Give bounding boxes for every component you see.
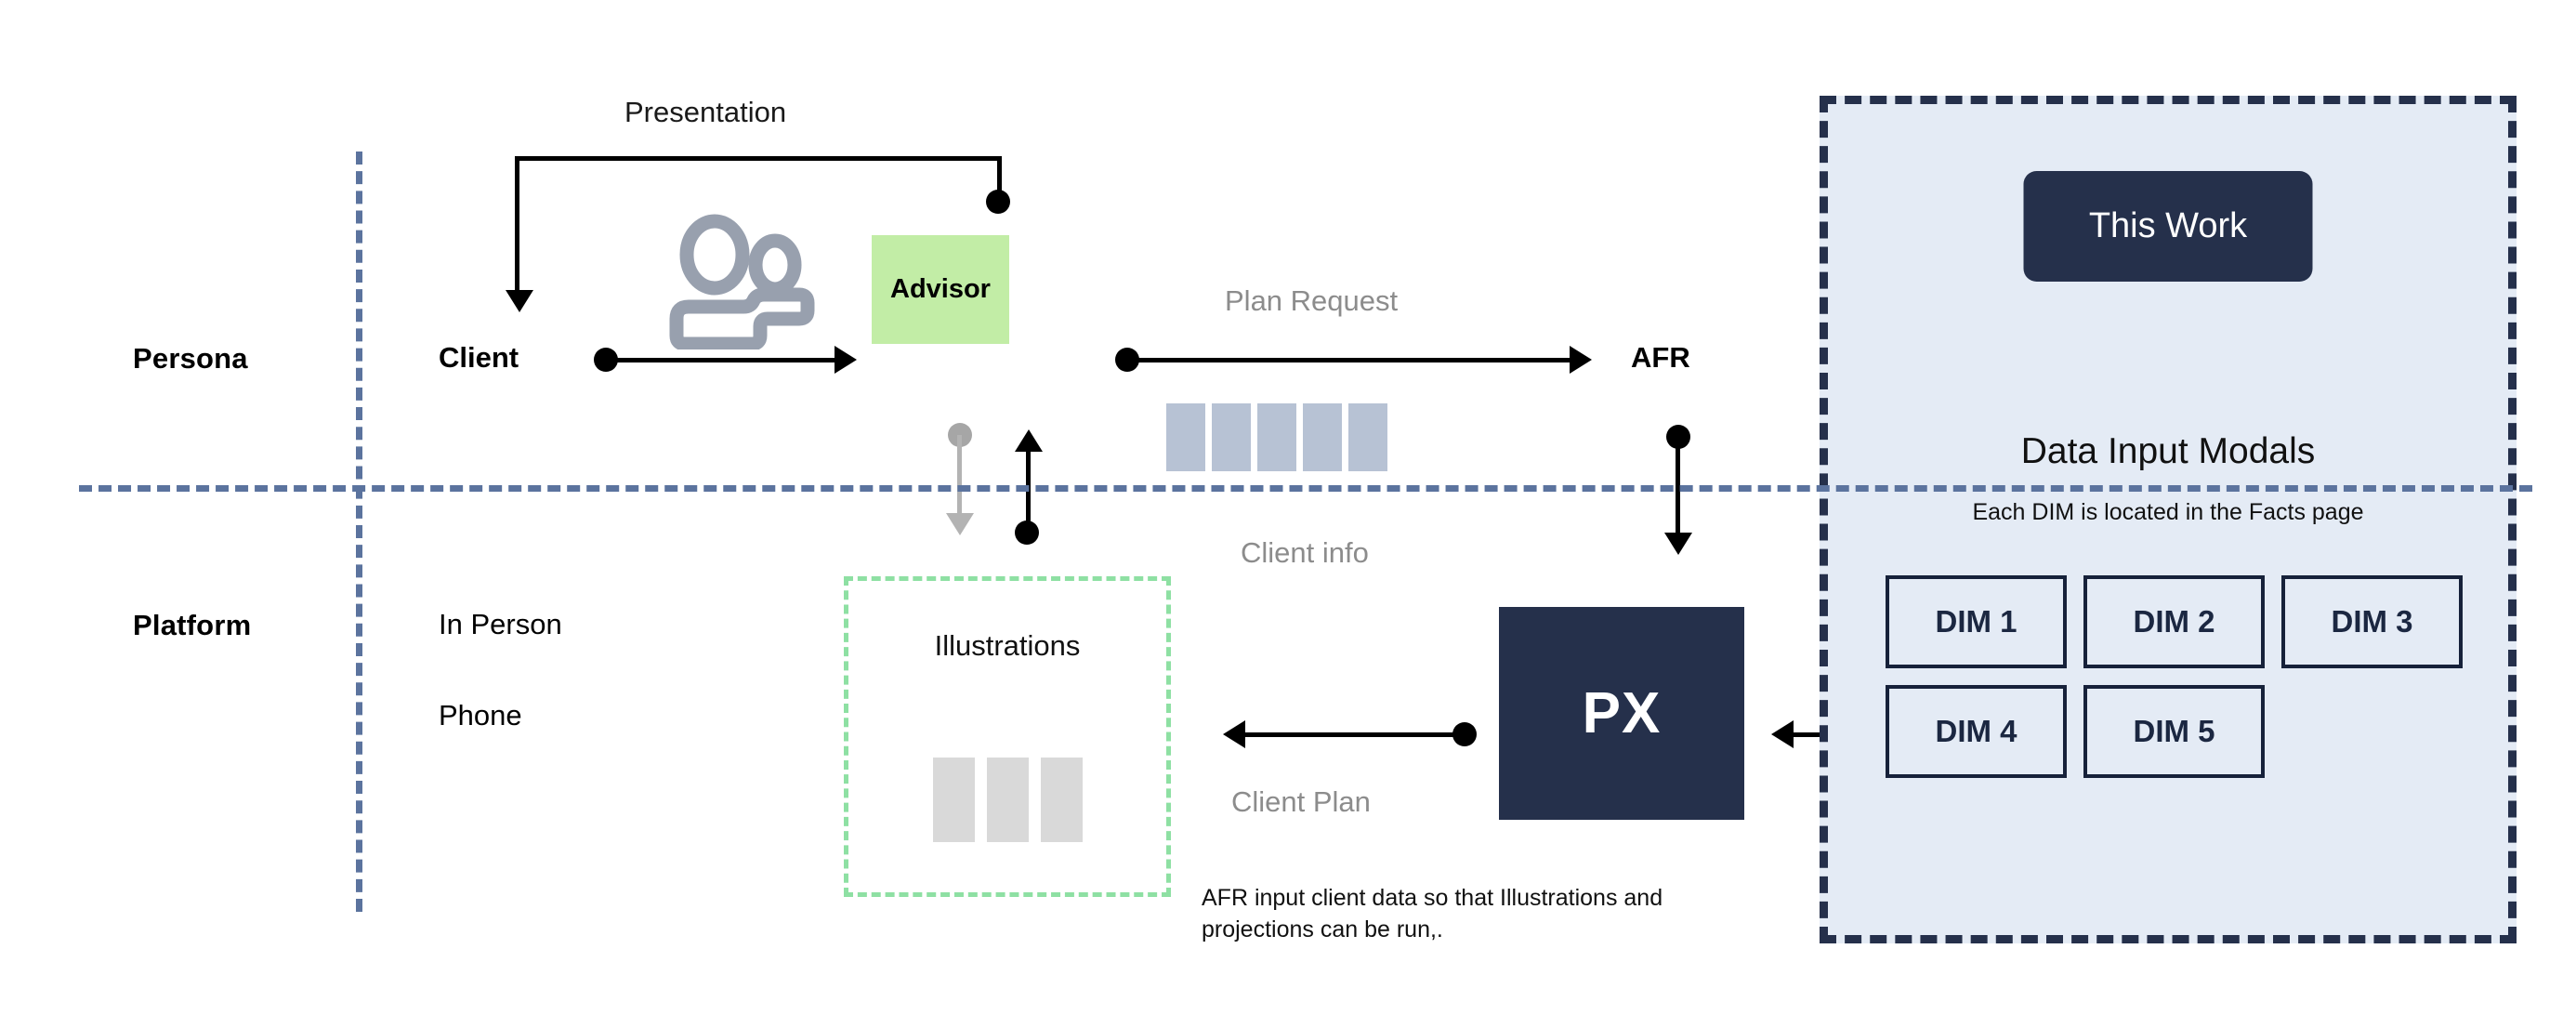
presentation-loop-right-segment [997,156,1002,193]
node-advisor[interactable]: Advisor [872,235,1009,344]
illustrations-title: Illustrations [934,629,1081,662]
illustration-thumb [986,758,1029,842]
plan-request-arrowhead-icon [1570,346,1592,374]
client-info-bar [1303,403,1342,471]
dim-box[interactable]: DIM 5 [2083,685,2265,778]
advisor-down-line [957,435,962,519]
dim-to-px-arrowhead-icon [1771,720,1794,748]
client-plan-line [1245,732,1459,737]
client-info-bar [1348,403,1387,471]
presentation-arrowhead-down-icon [506,290,533,312]
presentation-loop-left-segment [515,156,519,296]
dim-box[interactable]: DIM 1 [1886,575,2067,668]
client-info-bar [1257,403,1296,471]
node-px[interactable]: PX [1499,607,1744,820]
this-work-badge[interactable]: This Work [2023,171,2313,282]
client-to-advisor-arrowhead-icon [835,346,857,374]
presentation-source-dot-icon [986,190,1010,214]
flow-label-client-plan: Client Plan [1231,785,1371,818]
afr-note-text: AFR input client data so that Illustrati… [1202,885,1663,942]
client-info-bar [1212,403,1251,471]
data-input-modals-heading: Data Input Modals [2020,431,2316,471]
client-to-advisor-line [606,358,838,362]
platform-option-phone: Phone [439,699,522,731]
illustration-thumb-group [848,758,1166,842]
swimlane-vertical-divider [356,152,362,912]
flow-label-presentation: Presentation [624,96,787,128]
node-client-label: Client [439,341,519,374]
client-info-bar [1166,403,1205,471]
advisor-up-line [1026,437,1031,530]
lane-label-platform: Platform [133,609,252,641]
lane-label-persona: Persona [133,342,248,375]
dim-grid: DIM 1 DIM 2 DIM 3 DIM 4 DIM 5 [1886,575,2464,778]
plan-request-line [1127,358,1573,362]
this-work-panel: This Work Data Input Modals Each DIM is … [1820,96,2517,943]
dim-box[interactable]: DIM 4 [1886,685,2067,778]
data-input-modals-subheading: Each DIM is located in the Facts page [1972,499,2364,525]
dim-box[interactable]: DIM 3 [2281,575,2463,668]
client-plan-arrowhead-icon [1223,720,1245,748]
flow-label-plan-request: Plan Request [1225,284,1399,317]
people-icon [662,212,820,351]
flow-label-client-info: Client info [1241,536,1369,569]
illustration-thumb [1040,758,1083,842]
illustration-thumb [932,758,975,842]
advisor-up-source-dot-icon [1015,521,1039,545]
advisor-up-arrowhead-icon [1015,429,1043,452]
illustrations-container: Illustrations [844,576,1171,897]
swimlane-horizontal-divider [79,485,2532,492]
platform-option-in-person: In Person [439,608,562,640]
afr-down-arrowhead-icon [1664,533,1692,555]
advisor-down-arrowhead-icon [946,513,974,535]
dim-box[interactable]: DIM 2 [2083,575,2265,668]
presentation-loop-top-segment [515,156,1002,161]
node-afr-label: AFR [1631,341,1690,374]
client-info-bar-group [1166,403,1387,471]
